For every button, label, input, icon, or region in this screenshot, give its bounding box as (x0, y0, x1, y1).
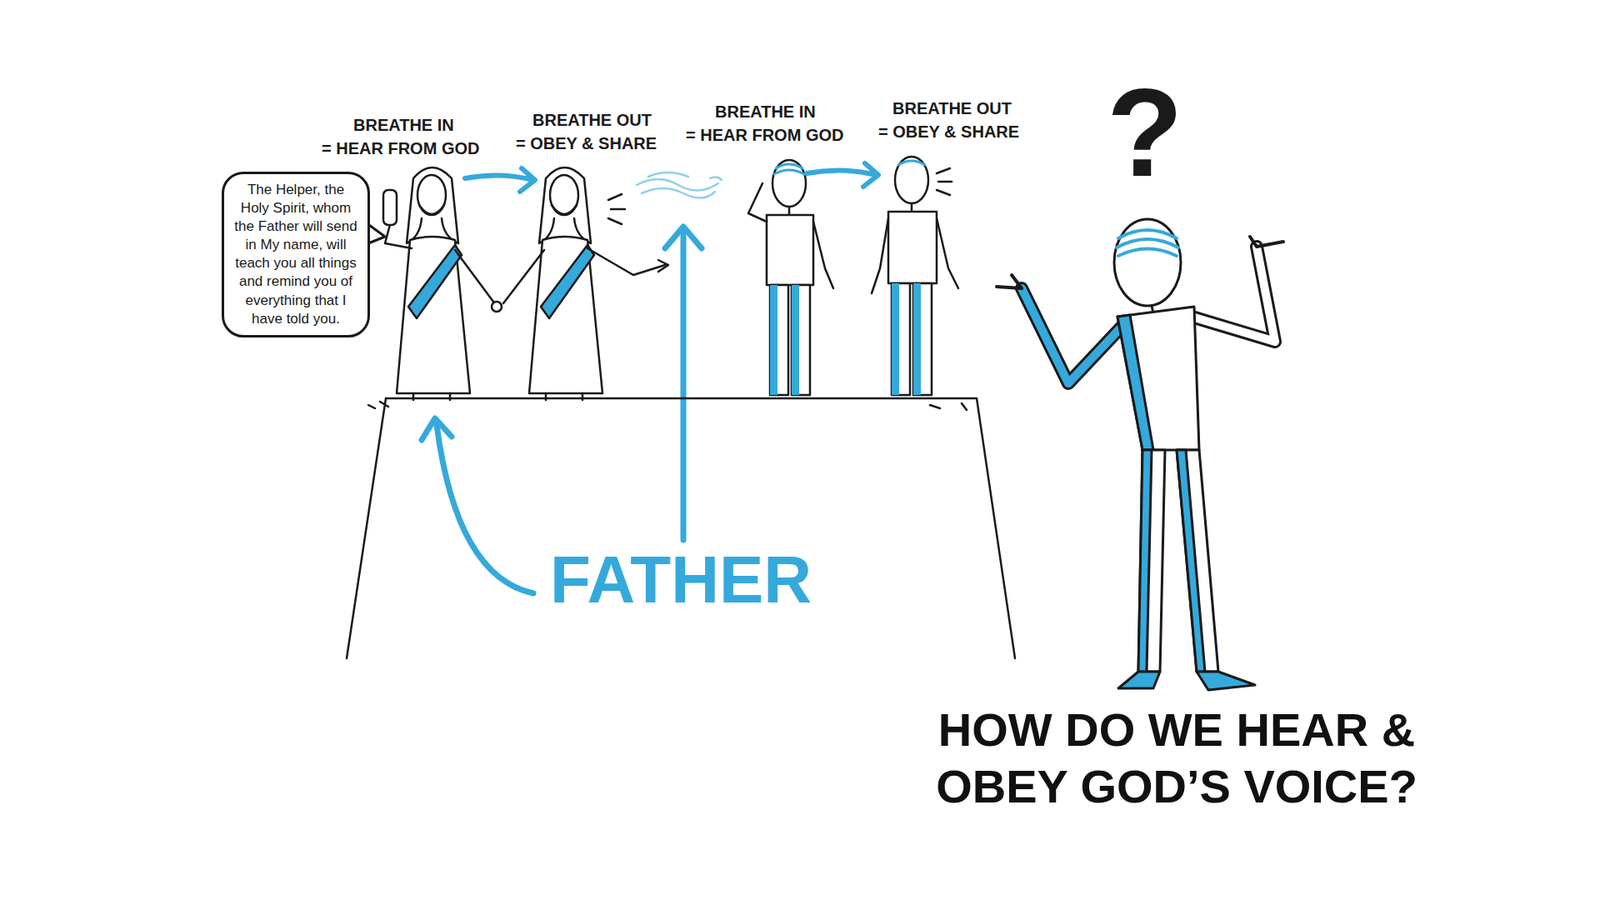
jesus-figure-listening (383, 167, 502, 400)
platform-shape: FATHER (346, 398, 1015, 659)
question-title: HOW DO WE HEAR & OBEY GOD’S VOICE? (910, 701, 1444, 816)
step-meaning: = HEAR FROM GOD (321, 138, 480, 159)
platform-line (346, 398, 1015, 659)
person-speaking (871, 156, 959, 395)
quote-text: The Helper, the Holy Spirit, whom the Fa… (231, 180, 360, 329)
platform-label: FATHER (346, 546, 1015, 614)
step-heading: BREATHE OUT (892, 98, 1012, 119)
step-meaning: = OBEY & SHARE (515, 133, 657, 154)
father-pointer-arrow (421, 226, 702, 594)
questioning-person (996, 219, 1284, 690)
flow-arrow (465, 163, 879, 192)
person-listening (748, 160, 834, 395)
step-heading: BREATHE IN (715, 101, 816, 122)
step-heading: BREATHE IN (353, 115, 455, 135)
speech-bubble: The Helper, the Holy Spirit, whom the Fa… (221, 171, 370, 338)
question-mark: ? (1106, 70, 1184, 195)
jesus-figure-speaking (503, 167, 669, 400)
dove-symbol (636, 172, 722, 199)
step-meaning: = OBEY & SHARE (878, 121, 1020, 142)
step-meaning: = HEAR FROM GOD (685, 125, 844, 145)
step-heading: BREATHE OUT (532, 110, 652, 130)
platform-outline (346, 398, 1015, 659)
